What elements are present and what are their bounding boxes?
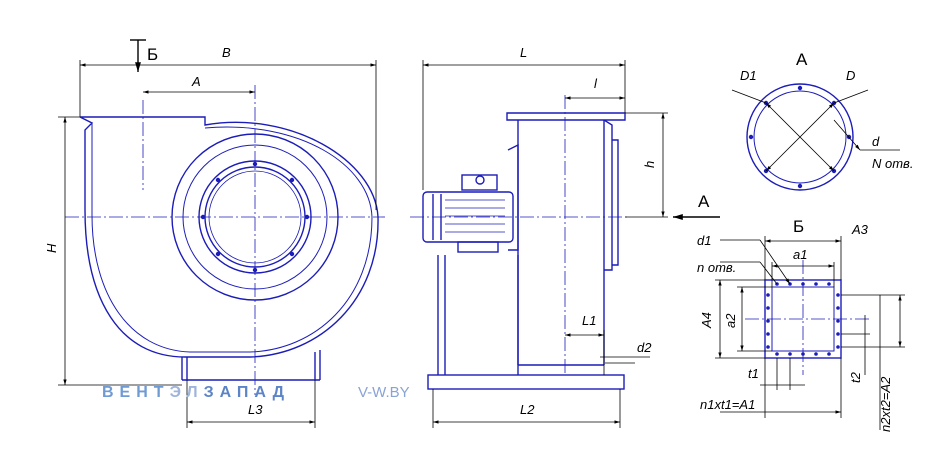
dim-d1-rect-label: d1 <box>697 233 711 248</box>
side-dimension-lines <box>422 60 720 428</box>
dim-l1-label: L1 <box>582 313 596 328</box>
dim-a4-label: A4 <box>699 312 714 329</box>
rect-flange-dim-lines <box>715 236 905 430</box>
rect-flange-axes <box>745 260 870 375</box>
dim-d-hole-label: d <box>872 134 880 149</box>
dim-n-holes-rect-label: n отв. <box>697 260 736 275</box>
watermark-brand-part2: ЭЛ <box>170 384 204 401</box>
dim-a3-label: A3 <box>851 222 869 237</box>
watermark: ВЕНТЭЛЗАПАД V-W.BY <box>102 384 410 401</box>
dim-n1t1-label: n1xt1=A1 <box>700 397 755 412</box>
dim-d2-label: d2 <box>637 340 652 355</box>
watermark-url: V-W.BY <box>358 384 410 401</box>
dim-l3-label: L3 <box>248 402 263 417</box>
view-b-title: Б <box>793 217 804 236</box>
dim-small-l-label: l <box>594 76 598 91</box>
view-a-round-flange: А D1 D d N отв. <box>731 50 913 191</box>
watermark-brand-part3: ЗАПАД <box>204 384 290 401</box>
view-b-rect-flange: Б <box>697 217 905 432</box>
dim-d-round-label: D <box>846 68 855 83</box>
scroll-housing <box>79 116 379 381</box>
dim-a2-label: a2 <box>723 313 738 328</box>
view-a-title: А <box>796 50 808 69</box>
section-b-label: Б <box>147 45 158 64</box>
dim-n2t2-label: n2xt2=A2 <box>878 376 893 432</box>
dim-h-small-label: h <box>642 161 657 168</box>
motor <box>422 174 514 253</box>
dim-l-label: L <box>520 45 527 60</box>
dim-a1-label: a1 <box>793 247 807 262</box>
dim-a-label: A <box>191 74 201 89</box>
dim-t2-label: t2 <box>848 371 863 383</box>
front-dimension-lines <box>58 39 377 428</box>
fan-body <box>427 112 626 390</box>
dim-t1-label: t1 <box>748 366 759 381</box>
flange-dim-lines <box>731 89 900 172</box>
dim-l2-label: L2 <box>520 402 535 417</box>
side-center-axes <box>410 95 630 375</box>
front-view: Б B A H L3 <box>44 39 385 428</box>
watermark-brand: ВЕНТЭЛЗАПАД <box>102 384 290 401</box>
watermark-brand-part1: ВЕНТ <box>102 384 170 401</box>
dim-d1-round-label: D1 <box>740 68 757 83</box>
dim-b-label: B <box>222 45 231 60</box>
front-center-axes <box>65 85 385 395</box>
dim-n-holes-label: N отв. <box>872 156 913 171</box>
side-view: L l h L1 d2 L2 А <box>410 45 720 428</box>
arrow-a-label: А <box>698 192 710 211</box>
dim-h-label: H <box>44 243 59 253</box>
